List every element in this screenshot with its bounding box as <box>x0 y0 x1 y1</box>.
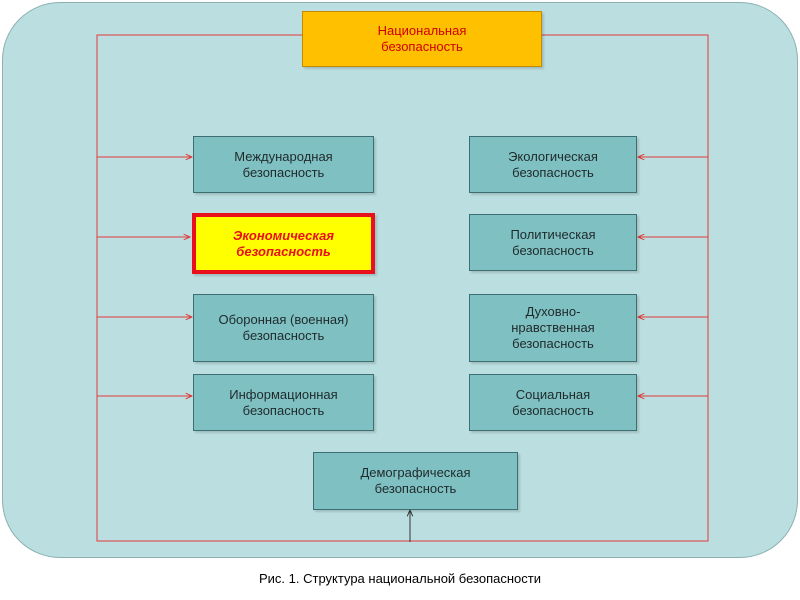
node-economic-security-highlighted: Экономическая безопасность <box>192 213 375 274</box>
root-node-national-security: Национальная безопасность <box>302 11 542 67</box>
node-international-security: Международная безопасность <box>193 136 374 193</box>
frame-left-line <box>96 34 302 542</box>
node-demographic-security: Демографическая безопасность <box>313 452 518 510</box>
node-political-security: Политическая безопасность <box>469 214 637 271</box>
node-spiritual-moral-security: Духовно- нравственная безопасность <box>469 294 637 362</box>
node-information-security: Информационная безопасность <box>193 374 374 431</box>
node-ecological-security: Экологическая безопасность <box>469 136 637 193</box>
node-defense-security: Оборонная (военная) безопасность <box>193 294 374 362</box>
figure-caption: Рис. 1. Структура национальной безопасно… <box>259 571 541 586</box>
frame-right-line <box>541 34 709 542</box>
node-social-security: Социальная безопасность <box>469 374 637 431</box>
